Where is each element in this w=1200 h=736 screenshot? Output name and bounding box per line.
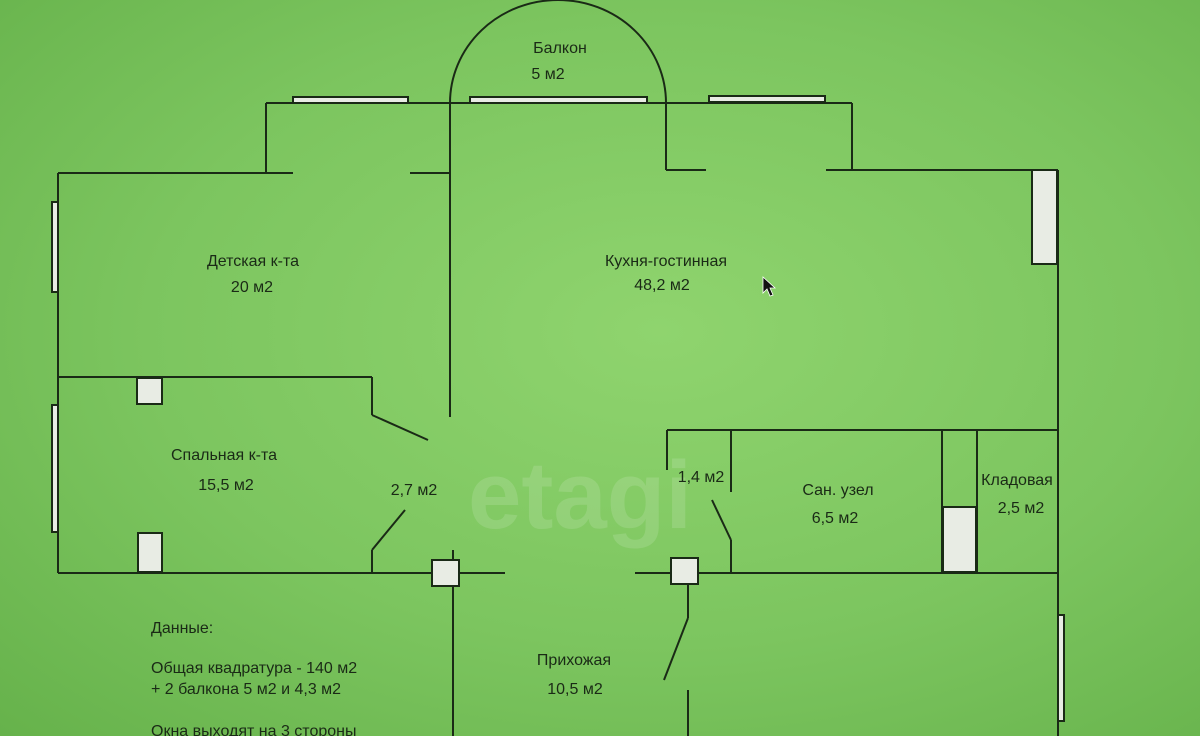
corridor-small-area: 2,7 м2 [391,482,438,499]
window-balcony [469,96,648,104]
balcony-area: 5 м2 [531,66,564,83]
bedroom-area: 15,5 м2 [198,477,254,494]
column-center-left [431,559,460,587]
notes-windows: Окна выходят на 3 стороны [151,723,357,736]
hallway-name: Прихожая [537,652,611,669]
balcony-arc [449,0,667,104]
window-kids-room [51,201,59,293]
bathroom-name: Сан. узел [802,482,873,499]
notes-heading: Данные: [151,620,214,637]
room-labels: Балкон 5 м2 Детская к-та 20 м2 Кухня-гос… [171,40,1053,698]
column-storage [942,506,977,573]
kids-room-name: Детская к-та [207,253,299,270]
column-bedroom-top [136,377,163,405]
bedroom-name: Спальная к-та [171,447,277,464]
kitchen-living-area: 48,2 м2 [634,277,690,294]
walls [57,0,1059,736]
window-right [1057,614,1065,722]
column-bedroom-bottom [137,532,163,573]
window-top-left [292,96,409,104]
column-right [1031,169,1058,265]
storage-name: Кладовая [981,472,1053,489]
windows-and-columns [51,95,1065,722]
balcony-name: Балкон [533,40,587,57]
storage-area: 2,5 м2 [998,500,1045,517]
watermark: etagi [468,442,692,549]
notes-balconies: + 2 балкона 5 м2 и 4,3 м2 [151,681,342,698]
kids-room-area: 20 м2 [231,279,273,296]
cursor-icon [762,276,777,297]
wc-small-area: 1,4 м2 [678,469,725,486]
notes-total-area: Общая квадратура - 140 м2 [151,660,358,677]
column-center-right [670,557,699,585]
window-bedroom [51,404,59,533]
kitchen-living-name: Кухня-гостинная [605,253,727,270]
window-top-right [708,95,826,103]
hallway-area: 10,5 м2 [547,681,603,698]
bathroom-area: 6,5 м2 [812,510,859,527]
